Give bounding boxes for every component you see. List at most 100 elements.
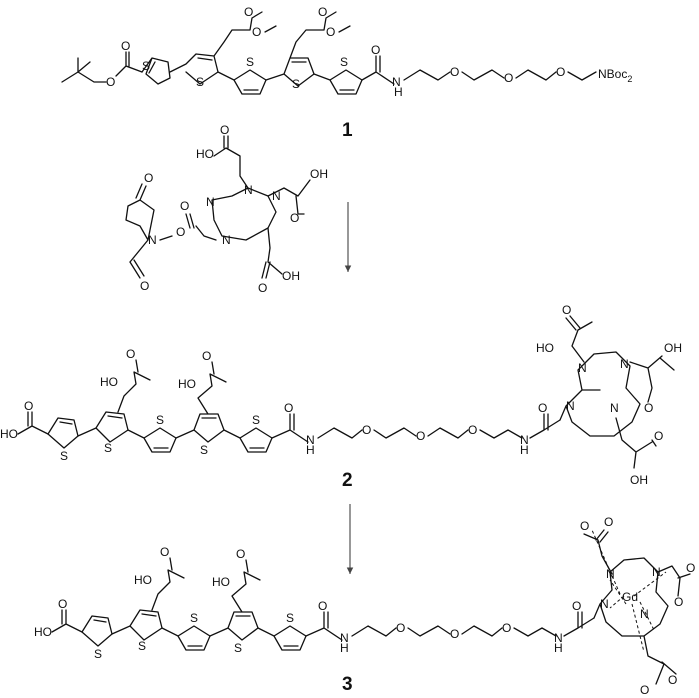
- atom-o: O: [326, 25, 335, 39]
- atom-nboc2: NBoc2: [598, 67, 632, 84]
- atom-ho: HO: [212, 575, 230, 589]
- atom-o: O: [668, 673, 677, 687]
- atom-o: O: [252, 25, 261, 39]
- atom-o: O: [144, 171, 153, 185]
- atom-o: O: [362, 423, 371, 437]
- atom-ho: HO: [0, 427, 18, 441]
- atom-n: N: [392, 75, 401, 89]
- atom-o: O: [654, 429, 663, 443]
- atom-gd: Gd: [622, 590, 638, 604]
- atom-s: S: [104, 441, 112, 455]
- atom-oh: OH: [630, 473, 648, 487]
- atom-n: N: [206, 195, 215, 209]
- atom-o: O: [24, 399, 33, 413]
- atom-ho: HO: [196, 147, 214, 161]
- atom-n: N: [640, 607, 649, 621]
- atom-o: O: [106, 75, 115, 89]
- atom-ho: HO: [536, 341, 554, 355]
- compound-1-label: 1: [342, 120, 353, 141]
- atom-n: N: [578, 361, 587, 375]
- atom-h: H: [520, 443, 529, 457]
- atom-s: S: [60, 449, 68, 463]
- atom-ho: HO: [134, 573, 152, 587]
- atom-o: O: [140, 279, 149, 293]
- atom-s: S: [94, 647, 102, 661]
- atom-o: O: [562, 303, 571, 317]
- atom-s: S: [190, 611, 198, 625]
- atom-s: S: [156, 413, 164, 427]
- atom-n: N: [520, 433, 529, 447]
- atom-o: O: [580, 519, 589, 533]
- atom-o: O: [290, 211, 299, 225]
- atom-o: O: [258, 281, 267, 295]
- atom-o: O: [180, 199, 189, 213]
- atom-n: N: [566, 399, 575, 413]
- atom-n: N: [244, 183, 253, 197]
- atom-s: S: [340, 55, 348, 69]
- atom-h: H: [340, 641, 349, 655]
- atom-n: N: [554, 631, 563, 645]
- atom-ho: HO: [100, 375, 118, 389]
- atom-s: S: [246, 55, 254, 69]
- atom-s: S: [142, 59, 150, 73]
- atom-o: O: [556, 65, 565, 79]
- dota-nhs-reagent: HO O OH O OH O N N N N O O N O O: [125, 123, 328, 295]
- compound-2-label: 2: [342, 470, 353, 491]
- atom-h: H: [554, 641, 563, 655]
- atom-h: H: [306, 443, 315, 457]
- compound-2-structure: HO O S S HO O S S HO O S O H N O O O H N…: [0, 303, 682, 487]
- atom-o: O: [396, 621, 405, 635]
- atom-s: S: [286, 611, 294, 625]
- atom-o: O: [604, 515, 613, 529]
- atom-s: S: [196, 75, 204, 89]
- compound-3-label: 3: [342, 674, 353, 695]
- atom-s: S: [138, 639, 146, 653]
- atom-ho: HO: [178, 377, 196, 391]
- atom-oh: OH: [310, 167, 328, 181]
- atom-o: O: [674, 595, 683, 609]
- atom-o: O: [416, 429, 425, 443]
- atom-o: O: [284, 401, 293, 415]
- atom-o: O: [318, 5, 327, 19]
- atom-o: O: [640, 683, 649, 697]
- atom-o: O: [644, 401, 653, 415]
- atom-n: N: [620, 357, 629, 371]
- atom-n: N: [610, 401, 619, 415]
- atom-n: N: [222, 233, 231, 247]
- atom-n: N: [306, 433, 315, 447]
- atom-o: O: [58, 597, 67, 611]
- atom-o: O: [176, 225, 185, 239]
- atom-o: O: [504, 71, 513, 85]
- atom-o: O: [202, 349, 211, 363]
- atom-o: O: [468, 423, 477, 437]
- atom-s: S: [234, 641, 242, 655]
- atom-o: O: [572, 599, 581, 613]
- atom-n: N: [652, 565, 661, 579]
- atom-o: O: [686, 561, 695, 575]
- atom-n: N: [148, 233, 157, 247]
- compound-3-structure: HO O S S HO O S S HO O S O H N O O O H N…: [34, 515, 695, 697]
- atom-s: S: [252, 413, 260, 427]
- atom-o: O: [236, 547, 245, 561]
- atom-s: S: [200, 443, 208, 457]
- compound-1-structure: O O S S O O S S O O S O H N O O O NBoc2: [61, 5, 632, 99]
- atom-n: N: [606, 567, 615, 581]
- atom-o: O: [244, 5, 253, 19]
- atom-oh: OH: [664, 341, 682, 355]
- atom-o: O: [318, 599, 327, 613]
- atom-o: O: [160, 545, 169, 559]
- atom-ho: HO: [34, 625, 52, 639]
- atom-n: N: [340, 631, 349, 645]
- atom-o: O: [538, 401, 547, 415]
- atom-o: O: [502, 621, 511, 635]
- atom-o: O: [126, 347, 135, 361]
- atom-o: O: [450, 65, 459, 79]
- atom-oh: OH: [282, 269, 300, 283]
- atom-s: S: [292, 77, 300, 91]
- atom-n: N: [600, 597, 609, 611]
- atom-n: N: [272, 189, 281, 203]
- atom-o: O: [371, 43, 380, 57]
- atom-o: O: [220, 123, 229, 137]
